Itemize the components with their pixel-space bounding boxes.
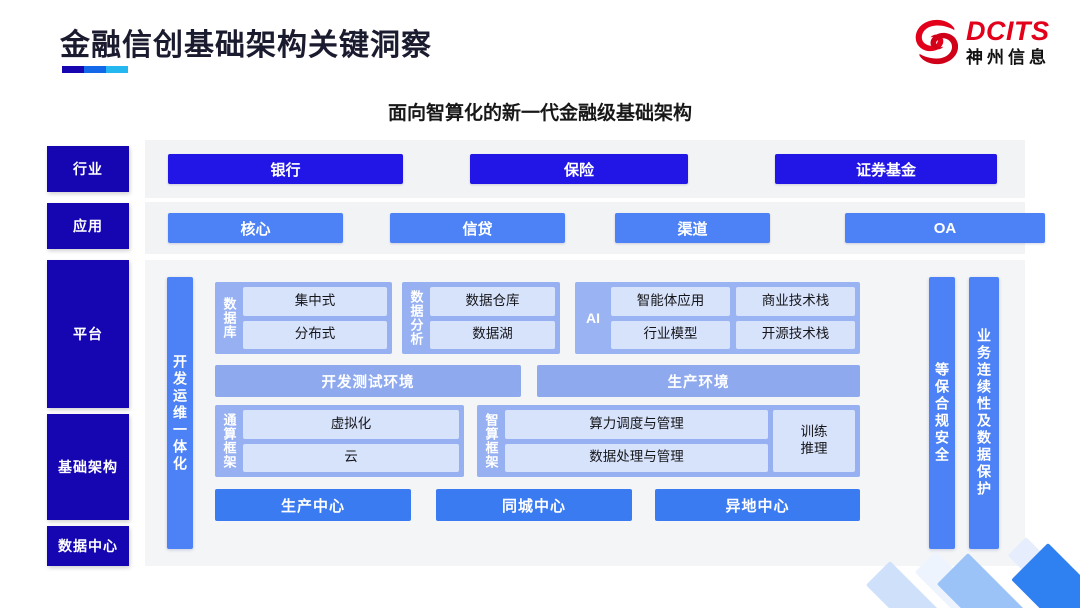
industry-chip-securities[interactable]: 证券基金 [775, 154, 997, 184]
cell-centralized[interactable]: 集中式 [243, 287, 387, 316]
group-title-intelligent-framework: 智算框架 [483, 413, 499, 469]
logo-text-cn: 神州信息 [966, 48, 1050, 67]
group-data-analytics: 数据分析 数据仓库 数据湖 [402, 282, 560, 354]
application-chip-oa[interactable]: OA [845, 213, 1045, 243]
group-database: 数据库 集中式 分布式 [215, 282, 392, 354]
industry-chip-insurance[interactable]: 保险 [470, 154, 688, 184]
cell-virtualization[interactable]: 虚拟化 [243, 410, 459, 439]
group-title-database: 数据库 [221, 297, 237, 339]
cell-compute-scheduling[interactable]: 算力调度与管理 [505, 410, 768, 439]
layer-label-platform: 平台 [47, 260, 129, 408]
industry-band: 银行 保险 证券基金 [145, 140, 1025, 198]
subtitle: 面向智算化的新一代金融级基础架构 [387, 103, 692, 124]
rail-security: 等保合规安全 [929, 277, 955, 549]
architecture-diagram: 行业 应用 平台 基础架构 数据中心 银行 保险 证券基金 核心 信贷 渠道 O… [0, 140, 1080, 570]
cell-commercial-stack[interactable]: 商业技术栈 [736, 287, 855, 316]
rule-segment-dark [62, 66, 84, 73]
group-ai: AI 智能体应用 商业技术栈 行业模型 开源技术栈 [575, 282, 860, 354]
group-intelligent-framework: 智算框架 算力调度与管理 数据处理与管理 训练 推理 [477, 405, 860, 477]
brand-logo: DCITS 神州信息 [914, 18, 1050, 66]
env-bar-dev-test[interactable]: 开发测试环境 [215, 365, 521, 397]
industry-chip-bank[interactable]: 银行 [168, 154, 403, 184]
layer-label-infrastructure: 基础架构 [47, 414, 129, 520]
cell-opensource-stack[interactable]: 开源技术栈 [736, 320, 855, 349]
rail-business-continuity: 业务连续性及数据保护 [969, 277, 999, 549]
page-title: 金融信创基础架构关键洞察 [60, 29, 432, 62]
layer-label-application: 应用 [47, 203, 129, 249]
logo-text-en: DCITS [966, 16, 1050, 46]
platform-inner-content: 数据库 集中式 分布式 数据分析 数据仓库 [215, 282, 907, 548]
datacenter-bar-remote[interactable]: 异地中心 [655, 489, 860, 521]
group-title-data-analytics: 数据分析 [408, 290, 424, 346]
group-title-compute-framework: 通算框架 [221, 413, 237, 469]
cell-industry-model[interactable]: 行业模型 [611, 320, 730, 349]
group-title-ai: AI [586, 310, 600, 326]
cell-data-warehouse[interactable]: 数据仓库 [430, 287, 555, 316]
datacenter-bar-production[interactable]: 生产中心 [215, 489, 411, 521]
env-bar-production[interactable]: 生产环境 [537, 365, 860, 397]
cell-data-lake[interactable]: 数据湖 [430, 320, 555, 349]
application-chip-credit[interactable]: 信贷 [390, 213, 565, 243]
cell-training-inference[interactable]: 训练 推理 [773, 410, 855, 472]
application-chip-core[interactable]: 核心 [168, 213, 343, 243]
platform-infrastructure-panel: 开发运维一体化 等保合规安全 业务连续性及数据保护 数据库 集中式 分布式 [145, 260, 1025, 566]
application-chip-channel[interactable]: 渠道 [615, 213, 770, 243]
datacenter-bar-metro[interactable]: 同城中心 [436, 489, 632, 521]
group-compute-framework: 通算框架 虚拟化 云 [215, 405, 464, 477]
cell-distributed[interactable]: 分布式 [243, 320, 387, 349]
rule-segment-medium [84, 66, 106, 73]
layer-label-datacenter: 数据中心 [47, 526, 129, 566]
dcits-swirl-logo-icon [915, 19, 958, 65]
layer-label-industry: 行业 [47, 146, 129, 192]
cell-data-processing[interactable]: 数据处理与管理 [505, 443, 768, 472]
title-underline-rule [62, 66, 128, 73]
cell-agent-application[interactable]: 智能体应用 [611, 287, 730, 316]
rail-devops: 开发运维一体化 [167, 277, 193, 549]
cell-cloud[interactable]: 云 [243, 443, 459, 472]
slide-header: 金融信创基础架构关键洞察 DCITS 神州信息 [0, 0, 1080, 92]
rule-segment-light [106, 66, 128, 73]
application-band: 核心 信贷 渠道 OA [145, 202, 1045, 254]
